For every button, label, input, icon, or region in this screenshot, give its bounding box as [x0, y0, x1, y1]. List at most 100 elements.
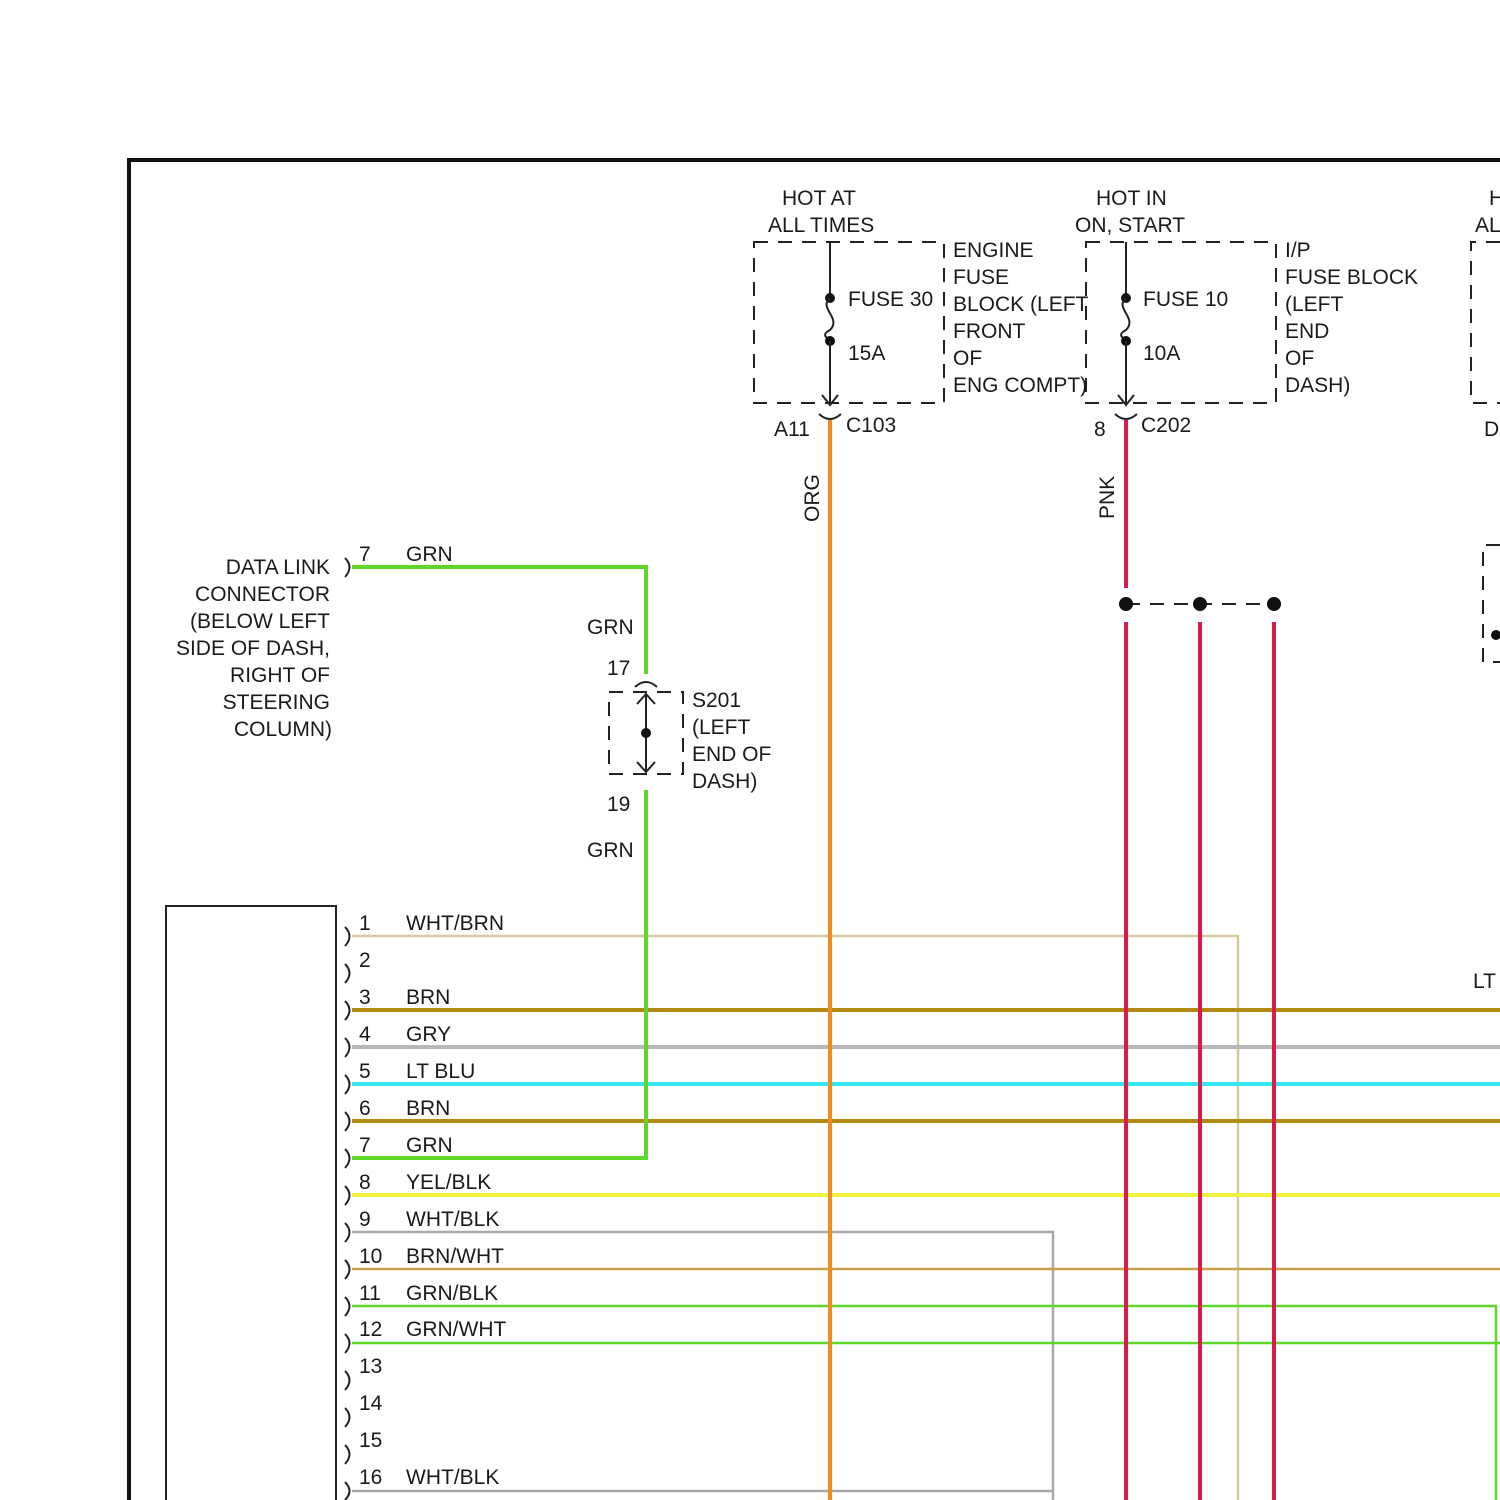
fuse30-name: FUSE 30	[848, 288, 933, 311]
pin-8-icon	[345, 1186, 350, 1205]
pin-14-number: 14	[359, 1392, 383, 1415]
pin-8-number: 8	[359, 1171, 371, 1194]
c103-connector-icon	[819, 414, 841, 419]
pin-11-wire-label: GRN/BLK	[406, 1282, 498, 1305]
engine-fuse-block-label-6: ENG COMPT)	[953, 374, 1087, 397]
s201-splice-node	[641, 728, 651, 738]
pin-2-icon	[345, 964, 350, 983]
pin-3-icon	[345, 1001, 350, 1020]
engine-fuse-block-label-3: BLOCK (LEFT	[953, 293, 1089, 316]
ip-fuse-block-label-5: OF	[1285, 347, 1314, 370]
fuse30-element-icon	[825, 298, 833, 341]
dlc-label-2: CONNECTOR	[195, 583, 330, 606]
dlc-label-3: (BELOW LEFT	[190, 610, 330, 633]
fuse-partial-condition-line1: H	[1489, 187, 1500, 210]
c103-connector-label: C103	[846, 414, 896, 437]
pin-13-icon	[345, 1371, 350, 1390]
org-wire-label: ORG	[801, 474, 824, 522]
pin-7-icon	[345, 1149, 350, 1168]
fuse-partial-condition-line2: AL	[1475, 214, 1500, 237]
dlc-label-7: COLUMN)	[234, 718, 332, 741]
pnk-wire-label: PNK	[1096, 476, 1119, 519]
pin-3-number: 3	[359, 986, 371, 1009]
pin-5-icon	[345, 1075, 350, 1094]
pin-14-icon	[345, 1408, 350, 1427]
pnk-splice-node-3	[1267, 597, 1281, 611]
dlc-label-4: SIDE OF DASH,	[176, 637, 330, 660]
pnk-splice-node-1	[1119, 597, 1133, 611]
fuse10-cavity: 8	[1094, 418, 1106, 441]
fuse30-condition-line1: HOT AT	[782, 187, 856, 210]
wire-pin-9-wht-blk	[352, 1232, 1053, 1500]
s201-top-connector-icon	[635, 682, 657, 687]
fuse-partial-cavity: D	[1484, 418, 1499, 441]
pin-6-wire-label: BRN	[406, 1097, 450, 1120]
fuse30-rating: 15A	[848, 342, 885, 365]
s201-pin-top: 17	[607, 657, 630, 680]
ip-fuse-block-label-6: DASH)	[1285, 374, 1350, 397]
pin-9-wire-label: WHT/BLK	[406, 1208, 499, 1231]
pnk-splice-node-2	[1193, 597, 1207, 611]
s201-wire-top-label: GRN	[587, 616, 634, 639]
fuse10-rating: 10A	[1143, 342, 1180, 365]
pin-6-number: 6	[359, 1097, 371, 1120]
partial-component-outline	[1483, 545, 1500, 662]
pin-13-number: 13	[359, 1355, 382, 1378]
pin-4-wire-label: GRY	[406, 1023, 451, 1046]
ip-fuse-block-label-2: FUSE BLOCK	[1285, 266, 1418, 289]
dlc-label-1: DATA LINK	[226, 556, 330, 579]
pin-16-number: 16	[359, 1466, 382, 1489]
pin-1-icon	[345, 927, 350, 946]
engine-fuse-block-label-4: FRONT	[953, 320, 1025, 343]
engine-fuse-block-label-1: ENGINE	[953, 239, 1034, 262]
pin-6-icon	[345, 1112, 350, 1131]
pin-5-wire-label: LT BLU	[406, 1060, 475, 1083]
pin-15-number: 15	[359, 1429, 382, 1452]
s201-location-1: (LEFT	[692, 716, 751, 739]
pin-12-wire-label: GRN/WHT	[406, 1318, 506, 1341]
fuse10-name: FUSE 10	[1143, 288, 1228, 311]
pin-8-wire-label: YEL/BLK	[406, 1171, 491, 1194]
pin-9-icon	[345, 1223, 350, 1242]
engine-fuse-block-outline	[754, 242, 944, 403]
dlc-pin-7-number: 7	[359, 543, 371, 566]
fuse10-condition-line1: HOT IN	[1096, 187, 1167, 210]
pin-3-wire-label: BRN	[406, 986, 450, 1009]
engine-fuse-block-label-2: FUSE	[953, 266, 1009, 289]
pin-7-wire-label: GRN	[406, 1134, 453, 1157]
pin-4-icon	[345, 1038, 350, 1057]
dlc-label-5: RIGHT OF	[230, 664, 330, 687]
fuse-partial-outline	[1471, 242, 1500, 403]
s201-location-2: END OF	[692, 743, 771, 766]
pin-12-icon	[345, 1334, 350, 1353]
connector-pin-list: 1 WHT/BRN 2 3 BRN 4 GRY 5 LT BLU 6 BRN 7…	[345, 912, 506, 1500]
ip-fuse-block-outline	[1086, 242, 1276, 403]
fuse30-cavity: A11	[774, 418, 810, 441]
dlc-label-6: STEERING	[223, 691, 330, 714]
ip-fuse-block-label-3: (LEFT	[1285, 293, 1344, 316]
pin-2-number: 2	[359, 949, 371, 972]
pin-11-number: 11	[359, 1282, 381, 1305]
pin-12-number: 12	[359, 1318, 382, 1341]
pin-16-wire-label: WHT/BLK	[406, 1466, 499, 1489]
s201-wire-bottom-label: GRN	[587, 839, 634, 862]
s201-pin-bottom: 19	[607, 793, 630, 816]
pin-1-number: 1	[359, 912, 371, 935]
dlc-wire-label: GRN	[406, 543, 453, 566]
right-edge-wire-label: LT	[1473, 970, 1496, 993]
fuse30-condition-line2: ALL TIMES	[768, 214, 874, 237]
ip-fuse-block-label-1: I/P	[1285, 239, 1311, 262]
pin-1-wire-label: WHT/BRN	[406, 912, 504, 935]
pin-10-wire-label: BRN/WHT	[406, 1245, 504, 1268]
pin-11-icon	[345, 1297, 350, 1316]
pin-5-number: 5	[359, 1060, 371, 1083]
fuse10-element-icon	[1121, 298, 1129, 341]
pin-15-icon	[345, 1445, 350, 1464]
wire-pin-11-grn-blk	[352, 1306, 1496, 1500]
c202-connector-icon	[1115, 414, 1137, 419]
pin-10-number: 10	[359, 1245, 382, 1268]
dlc-pin-7-icon	[345, 558, 350, 577]
ip-fuse-block-label-4: END	[1285, 320, 1329, 343]
partial-component-node	[1491, 630, 1500, 640]
